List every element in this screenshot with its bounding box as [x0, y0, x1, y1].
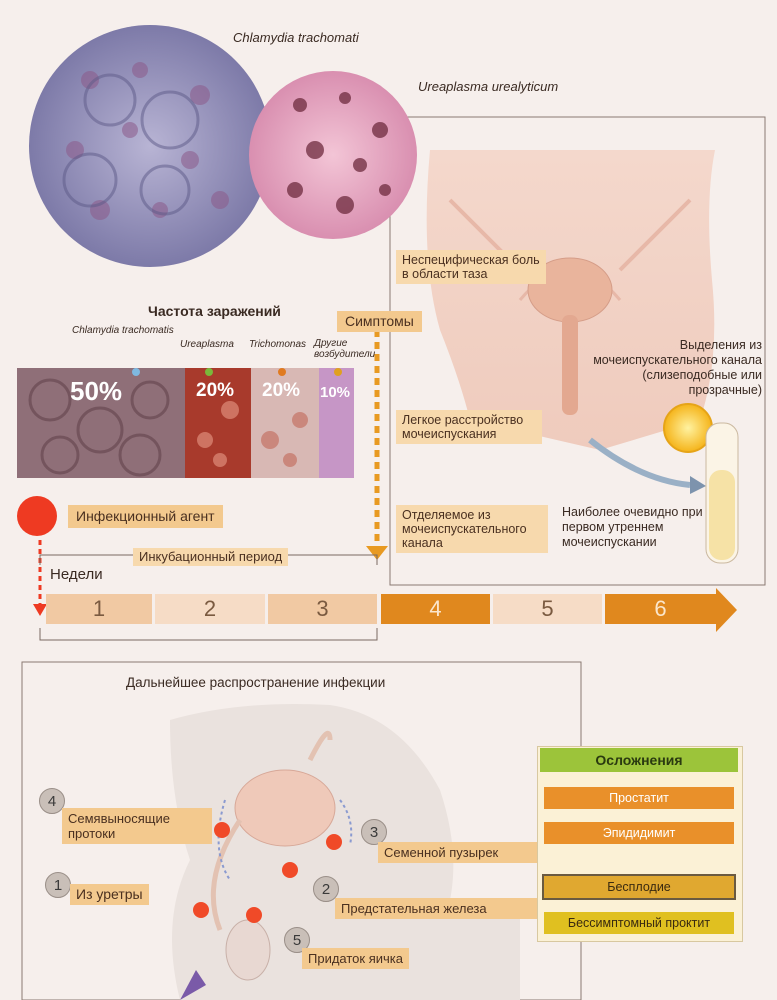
step-number-5: 5: [284, 927, 310, 953]
step-label-1: Из уретры: [70, 884, 149, 905]
step-number-1: 1: [45, 872, 71, 898]
spread-point: [282, 862, 298, 878]
step-label-2: Предстательная железа: [335, 898, 537, 919]
freq-label-trichomonas: Trichomonas: [249, 339, 307, 350]
complication-proctitis: Бессимптомный проктит: [544, 912, 734, 934]
week-4: 4: [381, 594, 490, 624]
step-label-4: Семявыносящие протоки: [62, 808, 212, 844]
freq-value-trichomonas: 20%: [262, 380, 301, 401]
symptoms-title: Симптомы: [337, 311, 422, 332]
spread-point: [193, 902, 209, 918]
complications-title: Осложнения: [540, 748, 738, 772]
freq-value-chlamydia: 50%: [70, 376, 123, 406]
step-number-3: 3: [361, 819, 387, 845]
complication-epididymitis: Эпидидимит: [544, 822, 734, 844]
freq-value-other: 10%: [320, 384, 351, 401]
spread-point: [214, 822, 230, 838]
week-1: 1: [46, 594, 152, 624]
week-5: 5: [493, 594, 602, 624]
weeks-label: Недели: [50, 566, 103, 583]
chlamydia-caption: Chlamydia trachomati: [233, 30, 359, 45]
freq-label-ureaplasma: Ureaplasma: [180, 339, 234, 350]
infectious-agent-label: Инфекционный агент: [68, 505, 223, 528]
week-2: 2: [155, 594, 265, 624]
symptom-discharge: Выделения из мочеиспускательного канала …: [593, 338, 762, 397]
spread-point: [326, 834, 342, 850]
step-label-3: Семенной пузырек: [378, 842, 542, 863]
week-3: 3: [268, 594, 377, 624]
step-number-2: 2: [313, 876, 339, 902]
week-6: 6: [605, 594, 716, 624]
complications-box: [537, 746, 743, 942]
incubation-label: Инкубационный период: [133, 548, 289, 566]
step-label-5: Придаток яичка: [302, 948, 409, 969]
symptom-urethral-discharge: Отделяемое из мочеиспускательного канала: [396, 505, 548, 553]
ureaplasma-caption: Ureaplasma urealyticum: [418, 79, 559, 94]
freq-label-chlamydia: Chlamydia trachomatis: [72, 325, 174, 336]
complication-prostatitis: Простатит: [544, 787, 734, 809]
step-number-4: 4: [39, 788, 65, 814]
complication-infertility: Бесплодие: [542, 874, 736, 900]
spread-point: [246, 907, 262, 923]
freq-label-other: Другие возбудители: [314, 338, 376, 360]
freq-value-ureaplasma: 20%: [196, 380, 235, 401]
symptom-pelvic-pain: Неспецифическая боль в области таза: [396, 250, 546, 284]
frequency-title: Частота заражений: [148, 303, 281, 319]
spread-title: Дальнейшее распространение инфекции: [126, 675, 386, 690]
symptom-urination: Легкое расстройство мочеиспускания: [396, 410, 542, 444]
symptom-morning: Наиболее очевидно при первом утреннем мо…: [562, 505, 703, 549]
